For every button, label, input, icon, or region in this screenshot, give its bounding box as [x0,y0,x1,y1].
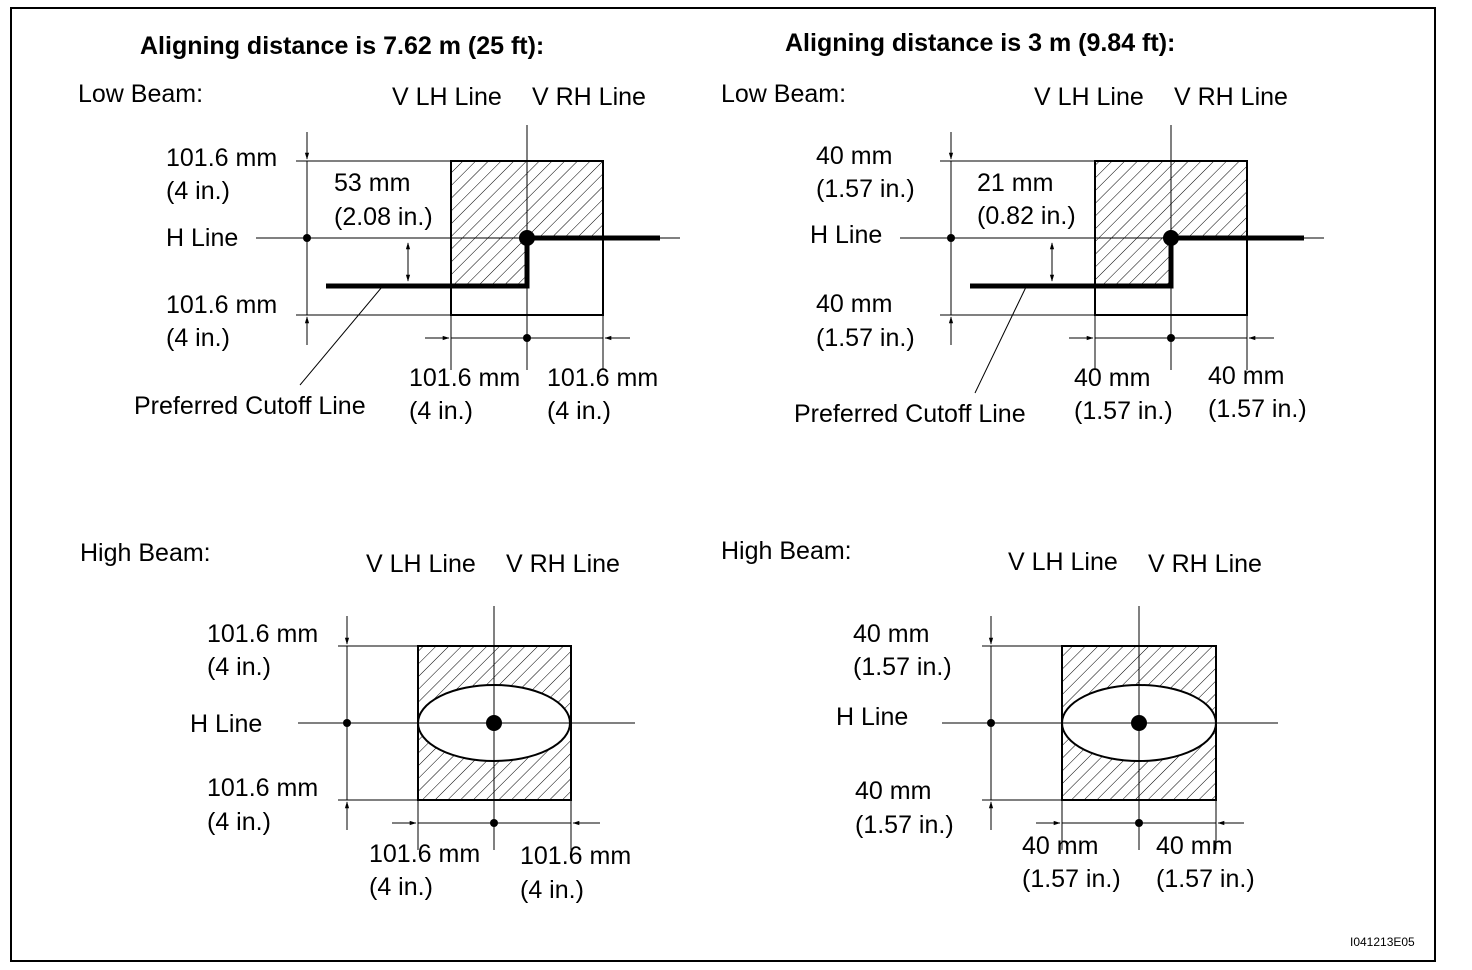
cutoff-line-label: Preferred Cutoff Line [794,400,1026,428]
bottom-dim-label: 40 mm [855,777,931,805]
right-width-inch-label: (4 in.) [547,397,611,425]
right-high-beam-diagram: High Beam: V LH Line V RH Line 40 mm (1.… [721,537,1278,893]
low-beam-label: Low Beam: [78,80,203,108]
cutoff-leader [974,286,1027,394]
width-center-dot [523,334,531,342]
h-line-dot [343,719,351,727]
cutoff-line [326,235,660,289]
offset-label: 53 mm [334,169,410,197]
v-rh-line-label: V RH Line [1148,550,1262,578]
center-point [1131,715,1147,731]
left-width-label: 101.6 mm [409,364,520,392]
left-width-label: 101.6 mm [369,840,480,868]
left-width-inch-label: (4 in.) [369,873,433,901]
top-dim-label: 40 mm [853,620,929,648]
left-width-inch-label: (1.57 in.) [1022,865,1121,893]
right-width-label: 40 mm [1156,832,1232,860]
center-point [1163,230,1179,246]
bottom-dim-inch-label: (4 in.) [207,808,271,836]
v-lh-line-label: V LH Line [366,550,476,578]
h-line-label: H Line [190,710,262,738]
cutoff-line-label: Preferred Cutoff Line [134,392,366,420]
v-lh-line-label: V LH Line [1034,83,1144,111]
offset-label: 21 mm [977,169,1053,197]
top-dim-label: 40 mm [816,142,892,170]
h-line-dot [303,234,311,242]
bottom-dim-label: 40 mm [816,290,892,318]
right-width-label: 101.6 mm [547,364,658,392]
top-dim-inch-label: (1.57 in.) [816,175,915,203]
h-line-dot [947,234,955,242]
high-beam-label: High Beam: [80,539,211,567]
left-low-beam-diagram: Low Beam: V LH Line V RH Line 101.6 mm (… [78,80,680,425]
right-width-label: 101.6 mm [520,842,631,870]
v-lh-line-label: V LH Line [1008,548,1118,576]
low-beam-label: Low Beam: [721,80,846,108]
right-title: Aligning distance is 3 m (9.84 ft): [785,29,1175,57]
bottom-dim-label: 101.6 mm [207,774,318,802]
top-dim-label: 101.6 mm [207,620,318,648]
offset-inch-label: (0.82 in.) [977,202,1076,230]
left-high-beam-diagram: High Beam: V LH Line V RH Line 101.6 mm … [80,539,635,904]
bottom-dim-inch-label: (1.57 in.) [855,811,954,839]
v-rh-line-label: V RH Line [1174,83,1288,111]
figure-border [10,7,1436,962]
right-width-inch-label: (4 in.) [520,876,584,904]
h-line-label: H Line [810,221,882,249]
cutoff-leader [299,286,383,386]
top-dim-inch-label: (4 in.) [207,653,271,681]
right-width-inch-label: (1.57 in.) [1156,865,1255,893]
cutoff-line [970,235,1304,289]
right-width-inch-label: (1.57 in.) [1208,395,1307,423]
right-low-beam-diagram: Low Beam: V LH Line V RH Line 40 mm (1.5… [721,80,1324,428]
v-rh-line-label: V RH Line [506,550,620,578]
center-point [519,230,535,246]
high-beam-label: High Beam: [721,537,852,565]
width-center-dot [1135,819,1143,827]
top-dim-inch-label: (4 in.) [166,177,230,205]
v-rh-line-label: V RH Line [532,83,646,111]
h-line-label: H Line [836,703,908,731]
h-line-dot [987,719,995,727]
bottom-dim-inch-label: (4 in.) [166,324,230,352]
left-width-label: 40 mm [1022,832,1098,860]
bottom-dim-label: 101.6 mm [166,291,277,319]
width-center-dot [490,819,498,827]
right-width-label: 40 mm [1208,362,1284,390]
v-lh-line-label: V LH Line [392,83,502,111]
left-title: Aligning distance is 7.62 m (25 ft): [140,32,544,60]
left-width-inch-label: (1.57 in.) [1074,397,1173,425]
width-center-dot [1167,334,1175,342]
offset-inch-label: (2.08 in.) [334,203,433,231]
top-dim-inch-label: (1.57 in.) [853,653,952,681]
figure-code: I041213E05 [1350,935,1415,949]
left-width-inch-label: (4 in.) [409,397,473,425]
bottom-dim-inch-label: (1.57 in.) [816,324,915,352]
left-width-label: 40 mm [1074,364,1150,392]
top-dim-label: 101.6 mm [166,144,277,172]
center-point [486,715,502,731]
h-line-label: H Line [166,224,238,252]
